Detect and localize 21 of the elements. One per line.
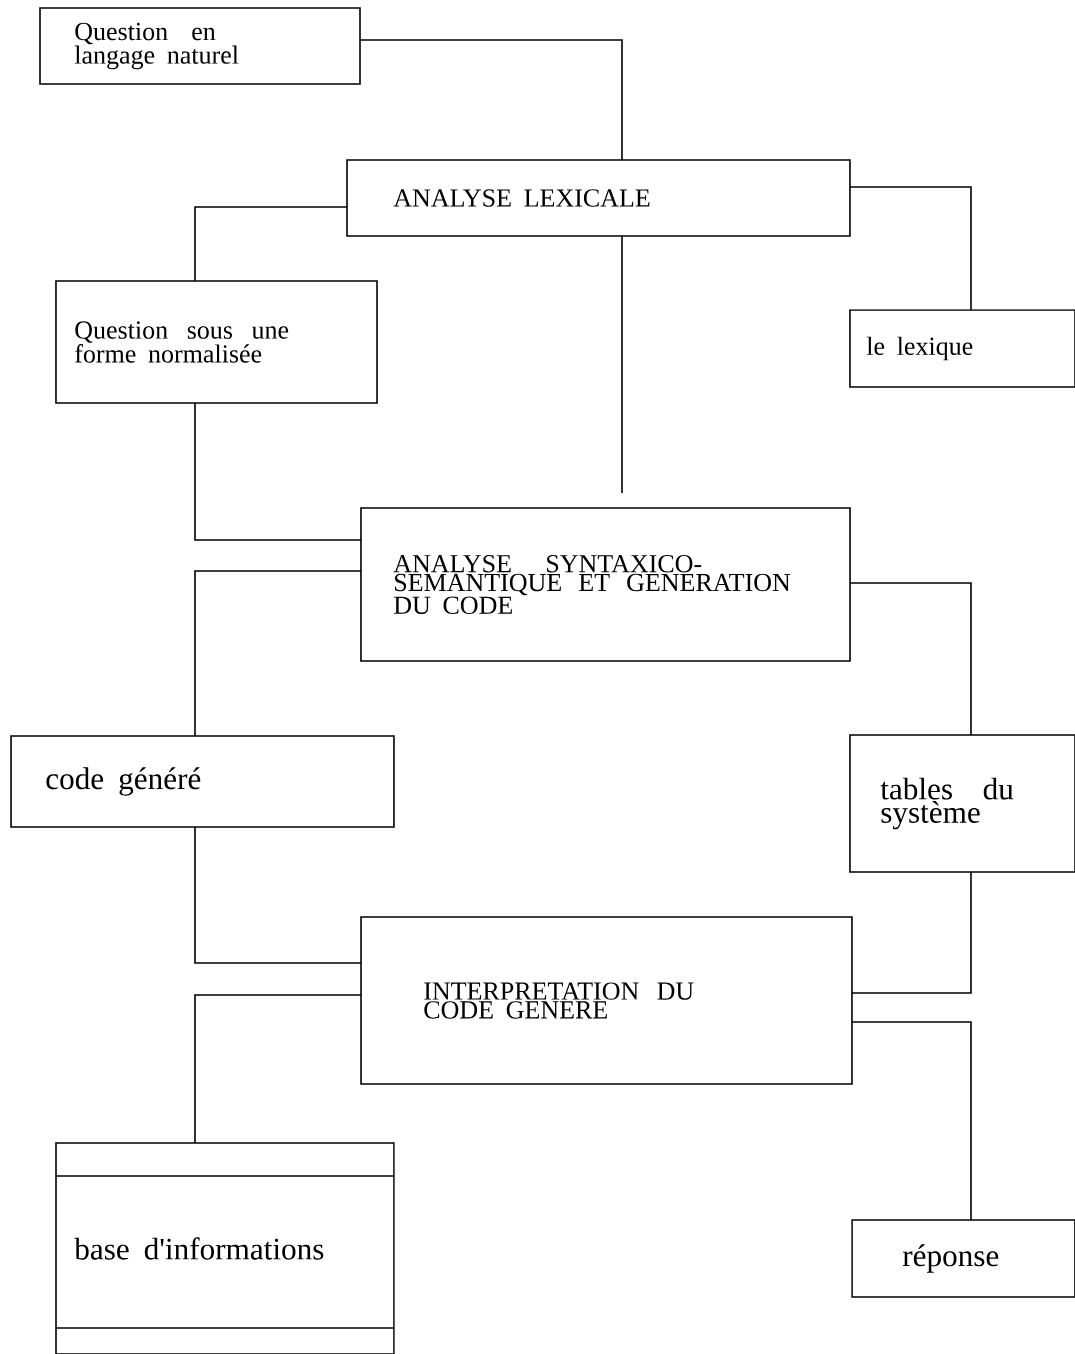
connector-line xyxy=(359,39,623,161)
connector-line xyxy=(851,1021,972,1221)
data-box: tables du système xyxy=(849,734,1075,873)
input-box: Question en langage naturel xyxy=(39,7,361,85)
connector-line xyxy=(194,826,362,964)
connector-line xyxy=(849,582,972,736)
connector-line xyxy=(621,235,623,494)
connector-line xyxy=(849,186,972,311)
data-box: le lexique xyxy=(849,309,1075,388)
connector-line xyxy=(194,206,348,282)
process-box: INTERPRETATION DU CODE GENERE xyxy=(360,916,853,1085)
connector-line xyxy=(194,994,362,1144)
data-box: code généré xyxy=(10,735,395,828)
process-box: ANALYSE SYNTAXICO-SEMANTIQUE ET GENERATION DU CODE xyxy=(360,507,851,662)
connector-line xyxy=(194,402,362,541)
connector-line xyxy=(194,570,362,737)
connector-line xyxy=(851,871,972,994)
process-box: ANALYSE LEXICALE xyxy=(346,159,851,237)
data-box: Question sous une forme normalisée xyxy=(55,280,378,404)
data-store: base d'informations xyxy=(55,1142,395,1354)
output-box: réponse xyxy=(851,1219,1075,1298)
